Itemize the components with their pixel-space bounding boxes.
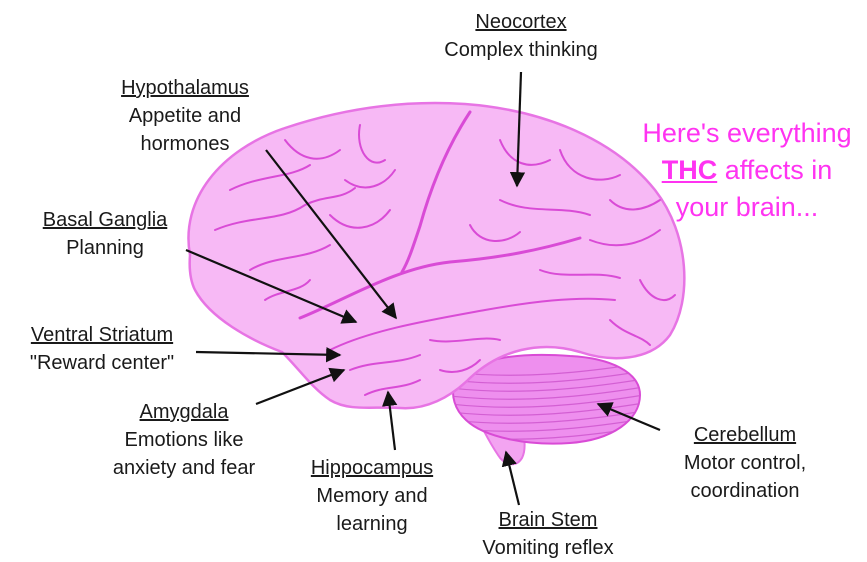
label-brain-stem: Brain Stem Vomiting reflex — [458, 506, 638, 562]
label-desc: Vomiting reflex — [458, 534, 638, 562]
headline-line2: affects in — [717, 155, 832, 185]
label-title: Cerebellum — [655, 421, 835, 449]
headline: Here's everything THC affects in your br… — [627, 115, 867, 226]
label-ventral-striatum: Ventral Striatum "Reward center" — [4, 321, 200, 377]
label-title: Basal Ganglia — [20, 206, 190, 234]
label-title: Brain Stem — [458, 506, 638, 534]
label-title: Hippocampus — [282, 454, 462, 482]
label-desc: "Reward center" — [4, 349, 200, 377]
label-desc: Planning — [20, 234, 190, 262]
label-title: Hypothalamus — [95, 74, 275, 102]
label-neocortex: Neocortex Complex thinking — [421, 8, 621, 64]
headline-highlight: THC — [662, 155, 718, 185]
label-desc: learning — [282, 510, 462, 538]
label-desc: Emotions like — [94, 426, 274, 454]
label-desc: Complex thinking — [421, 36, 621, 64]
label-hypothalamus: Hypothalamus Appetite and hormones — [95, 74, 275, 158]
label-basal-ganglia: Basal Ganglia Planning — [20, 206, 190, 262]
headline-line1: Here's everything — [642, 118, 851, 148]
label-hippocampus: Hippocampus Memory and learning — [282, 454, 462, 538]
label-desc: Memory and — [282, 482, 462, 510]
label-desc: Motor control, — [655, 449, 835, 477]
label-amygdala: Amygdala Emotions like anxiety and fear — [94, 398, 274, 482]
label-title: Ventral Striatum — [4, 321, 200, 349]
label-desc: Appetite and — [95, 102, 275, 130]
label-desc: anxiety and fear — [94, 454, 274, 482]
label-title: Amygdala — [94, 398, 274, 426]
label-cerebellum: Cerebellum Motor control, coordination — [655, 421, 835, 505]
label-desc: coordination — [655, 477, 835, 505]
label-desc: hormones — [95, 130, 275, 158]
label-title: Neocortex — [421, 8, 621, 36]
headline-line3: your brain... — [676, 192, 819, 222]
